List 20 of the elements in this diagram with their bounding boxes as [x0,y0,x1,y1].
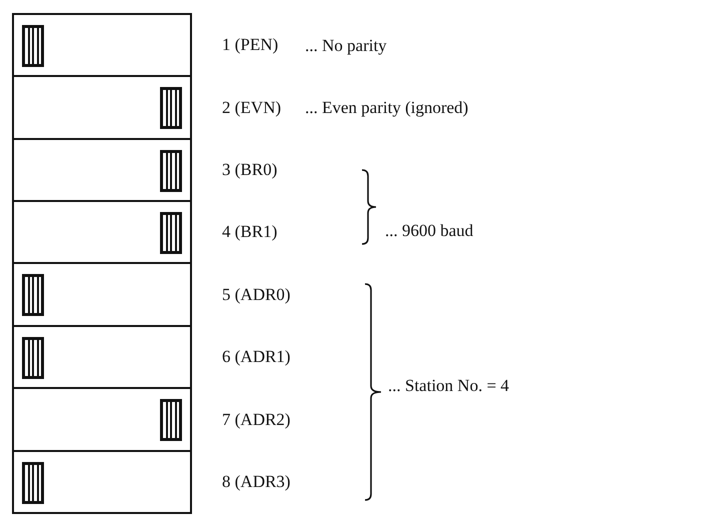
switch-slot [12,13,192,77]
setting-description: ... 9600 baud [385,221,474,241]
switch-number-label: 5 (ADR0) [222,284,290,304]
switch-number-label: 7 (ADR2) [222,410,290,430]
switch-slot [12,325,192,389]
switch-number-label: 3 (BR0) [222,160,278,180]
switch-number-label: 1 (PEN) [222,35,278,55]
switch-slot [12,138,192,202]
switch-number-label: 4 (BR1) [222,222,278,242]
switch-slot [12,75,192,140]
setting-description: ... Station No. = 4 [388,376,510,396]
switch-slot [12,200,192,264]
setting-description: ... Even parity (ignored) [305,98,468,118]
switch-number-label: 8 (ADR3) [222,472,290,492]
switch-slot [12,450,192,514]
setting-description: ... No parity [305,36,387,56]
switch-number-label: 2 (EVN) [222,98,282,118]
switch-number-label: 6 (ADR1) [222,347,290,367]
switch-slot [12,262,192,327]
switch-slot [12,387,192,452]
